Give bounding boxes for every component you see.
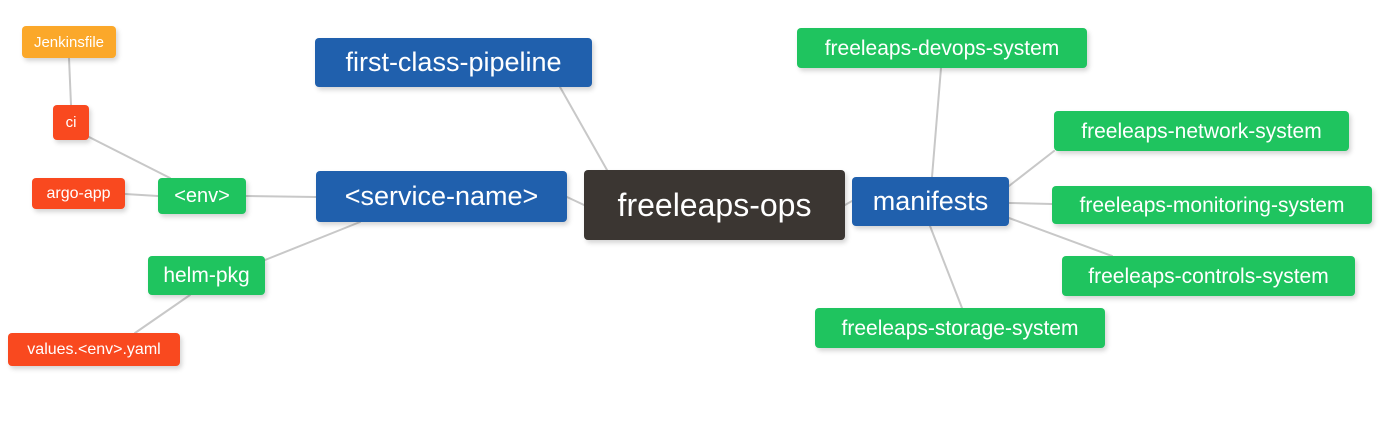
node-helm-pkg[interactable]: helm-pkg [148,256,265,295]
edge-service-name-to-helm-pkg [264,221,361,261]
edge-manifests-to-freeleaps-devops-system [931,67,942,178]
edge-service-name-to-env [245,195,317,198]
node-manifests[interactable]: manifests [852,177,1009,226]
edge-env-to-argo-app [124,193,159,197]
node-jenkinsfile[interactable]: Jenkinsfile [22,26,116,58]
edge-manifests-to-freeleaps-network-system [1008,150,1055,187]
edge-freeleaps-ops-to-service-name [566,196,585,206]
node-freeleaps-network-system[interactable]: freeleaps-network-system [1054,111,1349,151]
edge-manifests-to-freeleaps-storage-system [929,225,963,309]
edge-freeleaps-ops-to-manifests [844,200,853,206]
node-values-yaml[interactable]: values.<env>.yaml [8,333,180,366]
edge-ci-to-jenkinsfile [68,57,72,106]
node-freeleaps-ops[interactable]: freeleaps-ops [584,170,845,240]
edge-env-to-ci [88,136,171,179]
node-first-class-pipeline[interactable]: first-class-pipeline [315,38,592,87]
node-ci[interactable]: ci [53,105,89,140]
edge-helm-pkg-to-values-yaml [134,294,191,334]
node-freeleaps-storage-system[interactable]: freeleaps-storage-system [815,308,1105,348]
node-freeleaps-controls-system[interactable]: freeleaps-controls-system [1062,256,1355,296]
edge-freeleaps-ops-to-first-class-pipeline [559,86,608,171]
node-service-name[interactable]: <service-name> [316,171,567,222]
node-argo-app[interactable]: argo-app [32,178,125,209]
node-env[interactable]: <env> [158,178,246,214]
edge-manifests-to-freeleaps-monitoring-system [1008,202,1053,205]
node-freeleaps-monitoring-system[interactable]: freeleaps-monitoring-system [1052,186,1372,224]
node-freeleaps-devops-system[interactable]: freeleaps-devops-system [797,28,1087,68]
